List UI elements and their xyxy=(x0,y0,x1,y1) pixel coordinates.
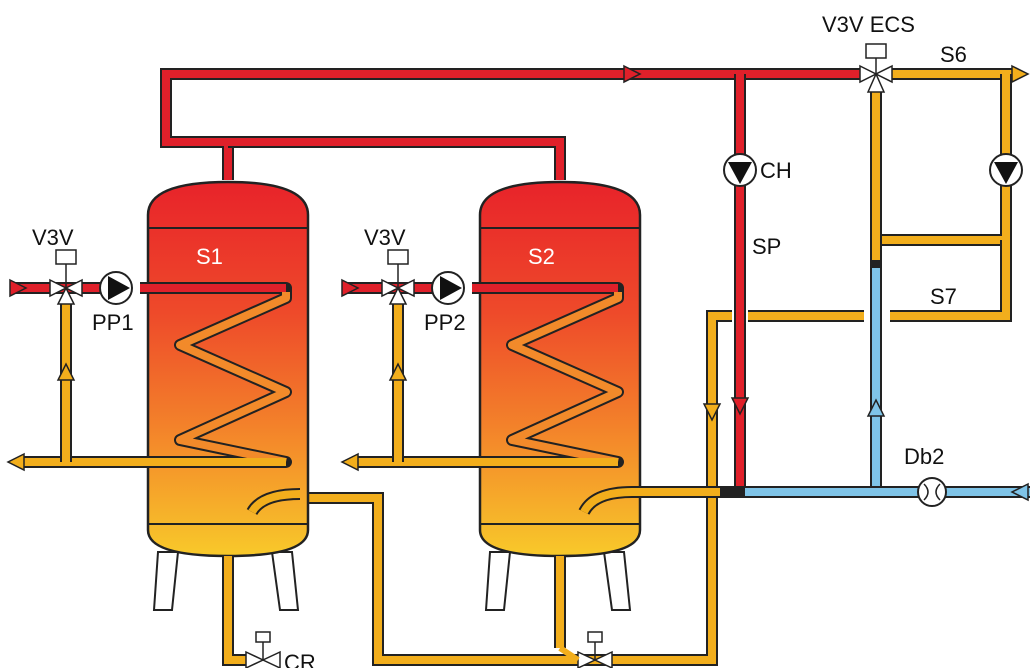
valve-ecs-label: V3V ECS xyxy=(822,12,915,37)
flow-arrow-icon xyxy=(702,403,722,422)
tank-s2-label: S2 xyxy=(528,244,555,269)
storage-tank-s2: S2 xyxy=(352,180,720,648)
sensor-sp-label: SP xyxy=(752,234,781,259)
sensor-s6-label: S6 xyxy=(940,42,967,67)
circulation-pump-ch-icon[interactable] xyxy=(723,153,757,187)
primary-circuit-2: V3V PP2 xyxy=(340,225,466,472)
cold-riser xyxy=(866,92,886,492)
pump-pp2-icon[interactable] xyxy=(431,271,465,305)
pump-pp1-label: PP1 xyxy=(92,310,134,335)
valve-v3v-label: V3V xyxy=(32,225,74,250)
inlet-arrow-icon xyxy=(341,278,360,298)
three-way-valve-icon[interactable] xyxy=(381,249,415,305)
flow-arrow-icon xyxy=(730,397,750,416)
sensor-s7-label: S7 xyxy=(930,284,957,309)
flow-arrow-icon xyxy=(866,398,886,417)
outlet-arrow-icon xyxy=(1011,64,1030,84)
drain-valve-icon[interactable] xyxy=(245,631,281,668)
pump-pp1-icon[interactable] xyxy=(99,271,133,305)
valve-v3v-label: V3V xyxy=(364,225,406,250)
primary-circuit-1: V3V PP1 xyxy=(6,225,134,472)
flow-arrow-icon xyxy=(388,362,408,381)
drain-valve-icon[interactable] xyxy=(558,631,613,668)
flow-arrow-icon xyxy=(623,64,642,84)
loop-pump-icon[interactable] xyxy=(989,153,1023,187)
inlet-arrow-icon xyxy=(1010,482,1029,502)
water-meter-db2-icon[interactable] xyxy=(917,477,947,507)
pump-pp2-label: PP2 xyxy=(424,310,466,335)
ecs-distribution-loop xyxy=(300,64,1030,666)
hot-water-main xyxy=(160,64,862,492)
drain-cr-label: CR xyxy=(284,650,316,668)
pump-ch-label: CH xyxy=(760,158,792,183)
outlet-arrow-icon xyxy=(6,452,25,472)
storage-tank-s1: S1 xyxy=(20,180,310,666)
inlet-arrow-icon xyxy=(9,278,28,298)
flow-arrow-icon xyxy=(56,362,76,381)
outlet-arrow-icon xyxy=(340,452,359,472)
ecs-three-way-valve-icon[interactable] xyxy=(859,43,893,93)
meter-db2-label: Db2 xyxy=(904,444,944,469)
tank-s1-label: S1 xyxy=(196,244,223,269)
three-way-valve-icon[interactable] xyxy=(49,249,83,305)
